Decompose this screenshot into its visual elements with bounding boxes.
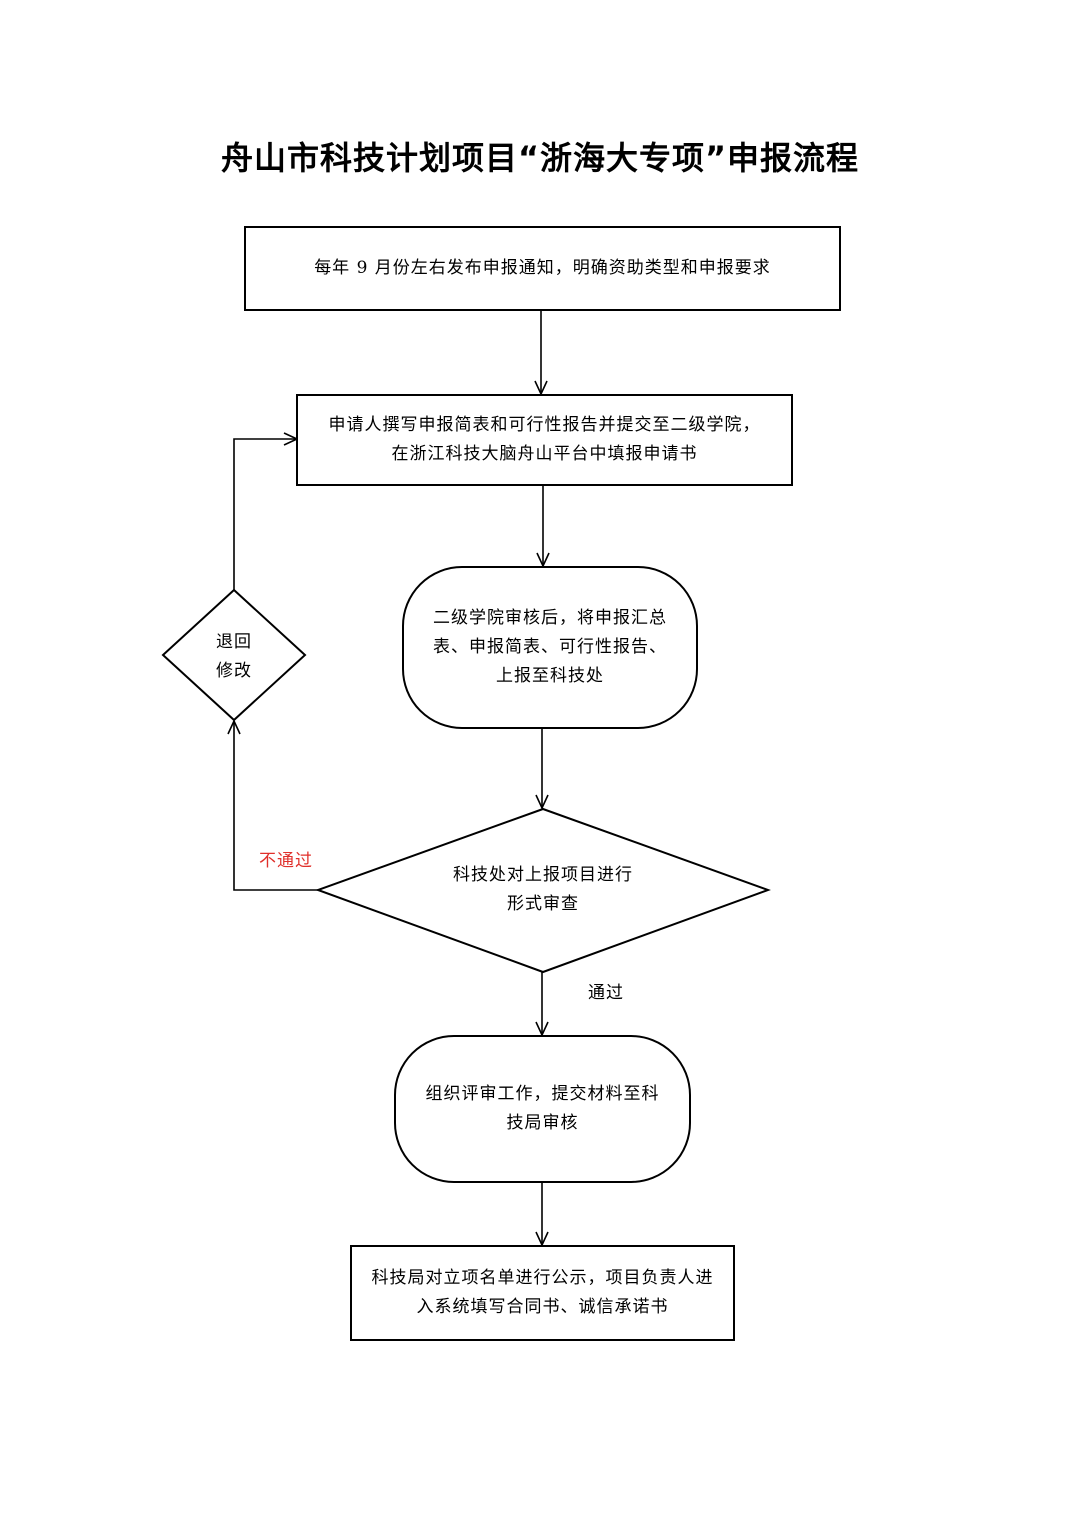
step-review-line2: 形式审查 — [507, 894, 579, 914]
step-college-line1: 二级学院审核后，将申报汇总 — [433, 608, 667, 628]
step-notice-text: 每年 9 月份左右发布申报通知，明确资助类型和申报要求 — [314, 258, 771, 278]
step-apply-line2: 在浙江科技大脑舟山平台中填报申请书 — [391, 444, 698, 464]
edge-label-fail: 不通过 — [259, 851, 313, 871]
step-review-text: 科技处对上报项目进行 形式审查 — [418, 858, 668, 922]
arrow-return-to-apply — [233, 432, 299, 590]
step-review-line1: 科技处对上报项目进行 — [453, 865, 633, 885]
arrow-review-to-return — [227, 719, 318, 891]
step-college-line2: 表、申报简表、可行性报告、 — [433, 637, 667, 657]
page-title: 舟山市科技计划项目“浙海大专项”申报流程 — [220, 139, 860, 177]
step-publicize-line1: 科技局对立项名单进行公示，项目负责人进 — [371, 1268, 714, 1288]
step-notice-box: 每年 9 月份左右发布申报通知，明确资助类型和申报要求 — [244, 226, 841, 311]
step-college-line3: 上报至科技处 — [496, 666, 604, 686]
step-return-line1: 退回 — [216, 632, 252, 652]
review-decision-shape — [315, 807, 771, 974]
step-publicize-line2: 入系统填写合同书、诚信承诺书 — [416, 1297, 669, 1317]
step-college-box: 二级学院审核后，将申报汇总 表、申报简表、可行性报告、 上报至科技处 — [402, 566, 698, 729]
step-evaluate-box: 组织评审工作，提交材料至科 技局审核 — [394, 1035, 691, 1183]
step-evaluate-line2: 技局审核 — [506, 1113, 579, 1133]
step-apply-line1: 申请人撰写申报简表和可行性报告并提交至二级学院， — [328, 415, 761, 435]
step-apply-box: 申请人撰写申报简表和可行性报告并提交至二级学院， 在浙江科技大脑舟山平台中填报申… — [296, 394, 793, 486]
step-return-line2: 修改 — [216, 661, 252, 681]
edge-label-pass: 通过 — [588, 983, 624, 1003]
step-publicize-box: 科技局对立项名单进行公示，项目负责人进 入系统填写合同书、诚信承诺书 — [350, 1245, 735, 1341]
step-evaluate-line1: 组织评审工作，提交材料至科 — [425, 1084, 660, 1104]
step-return-text: 退回 修改 — [194, 627, 274, 687]
